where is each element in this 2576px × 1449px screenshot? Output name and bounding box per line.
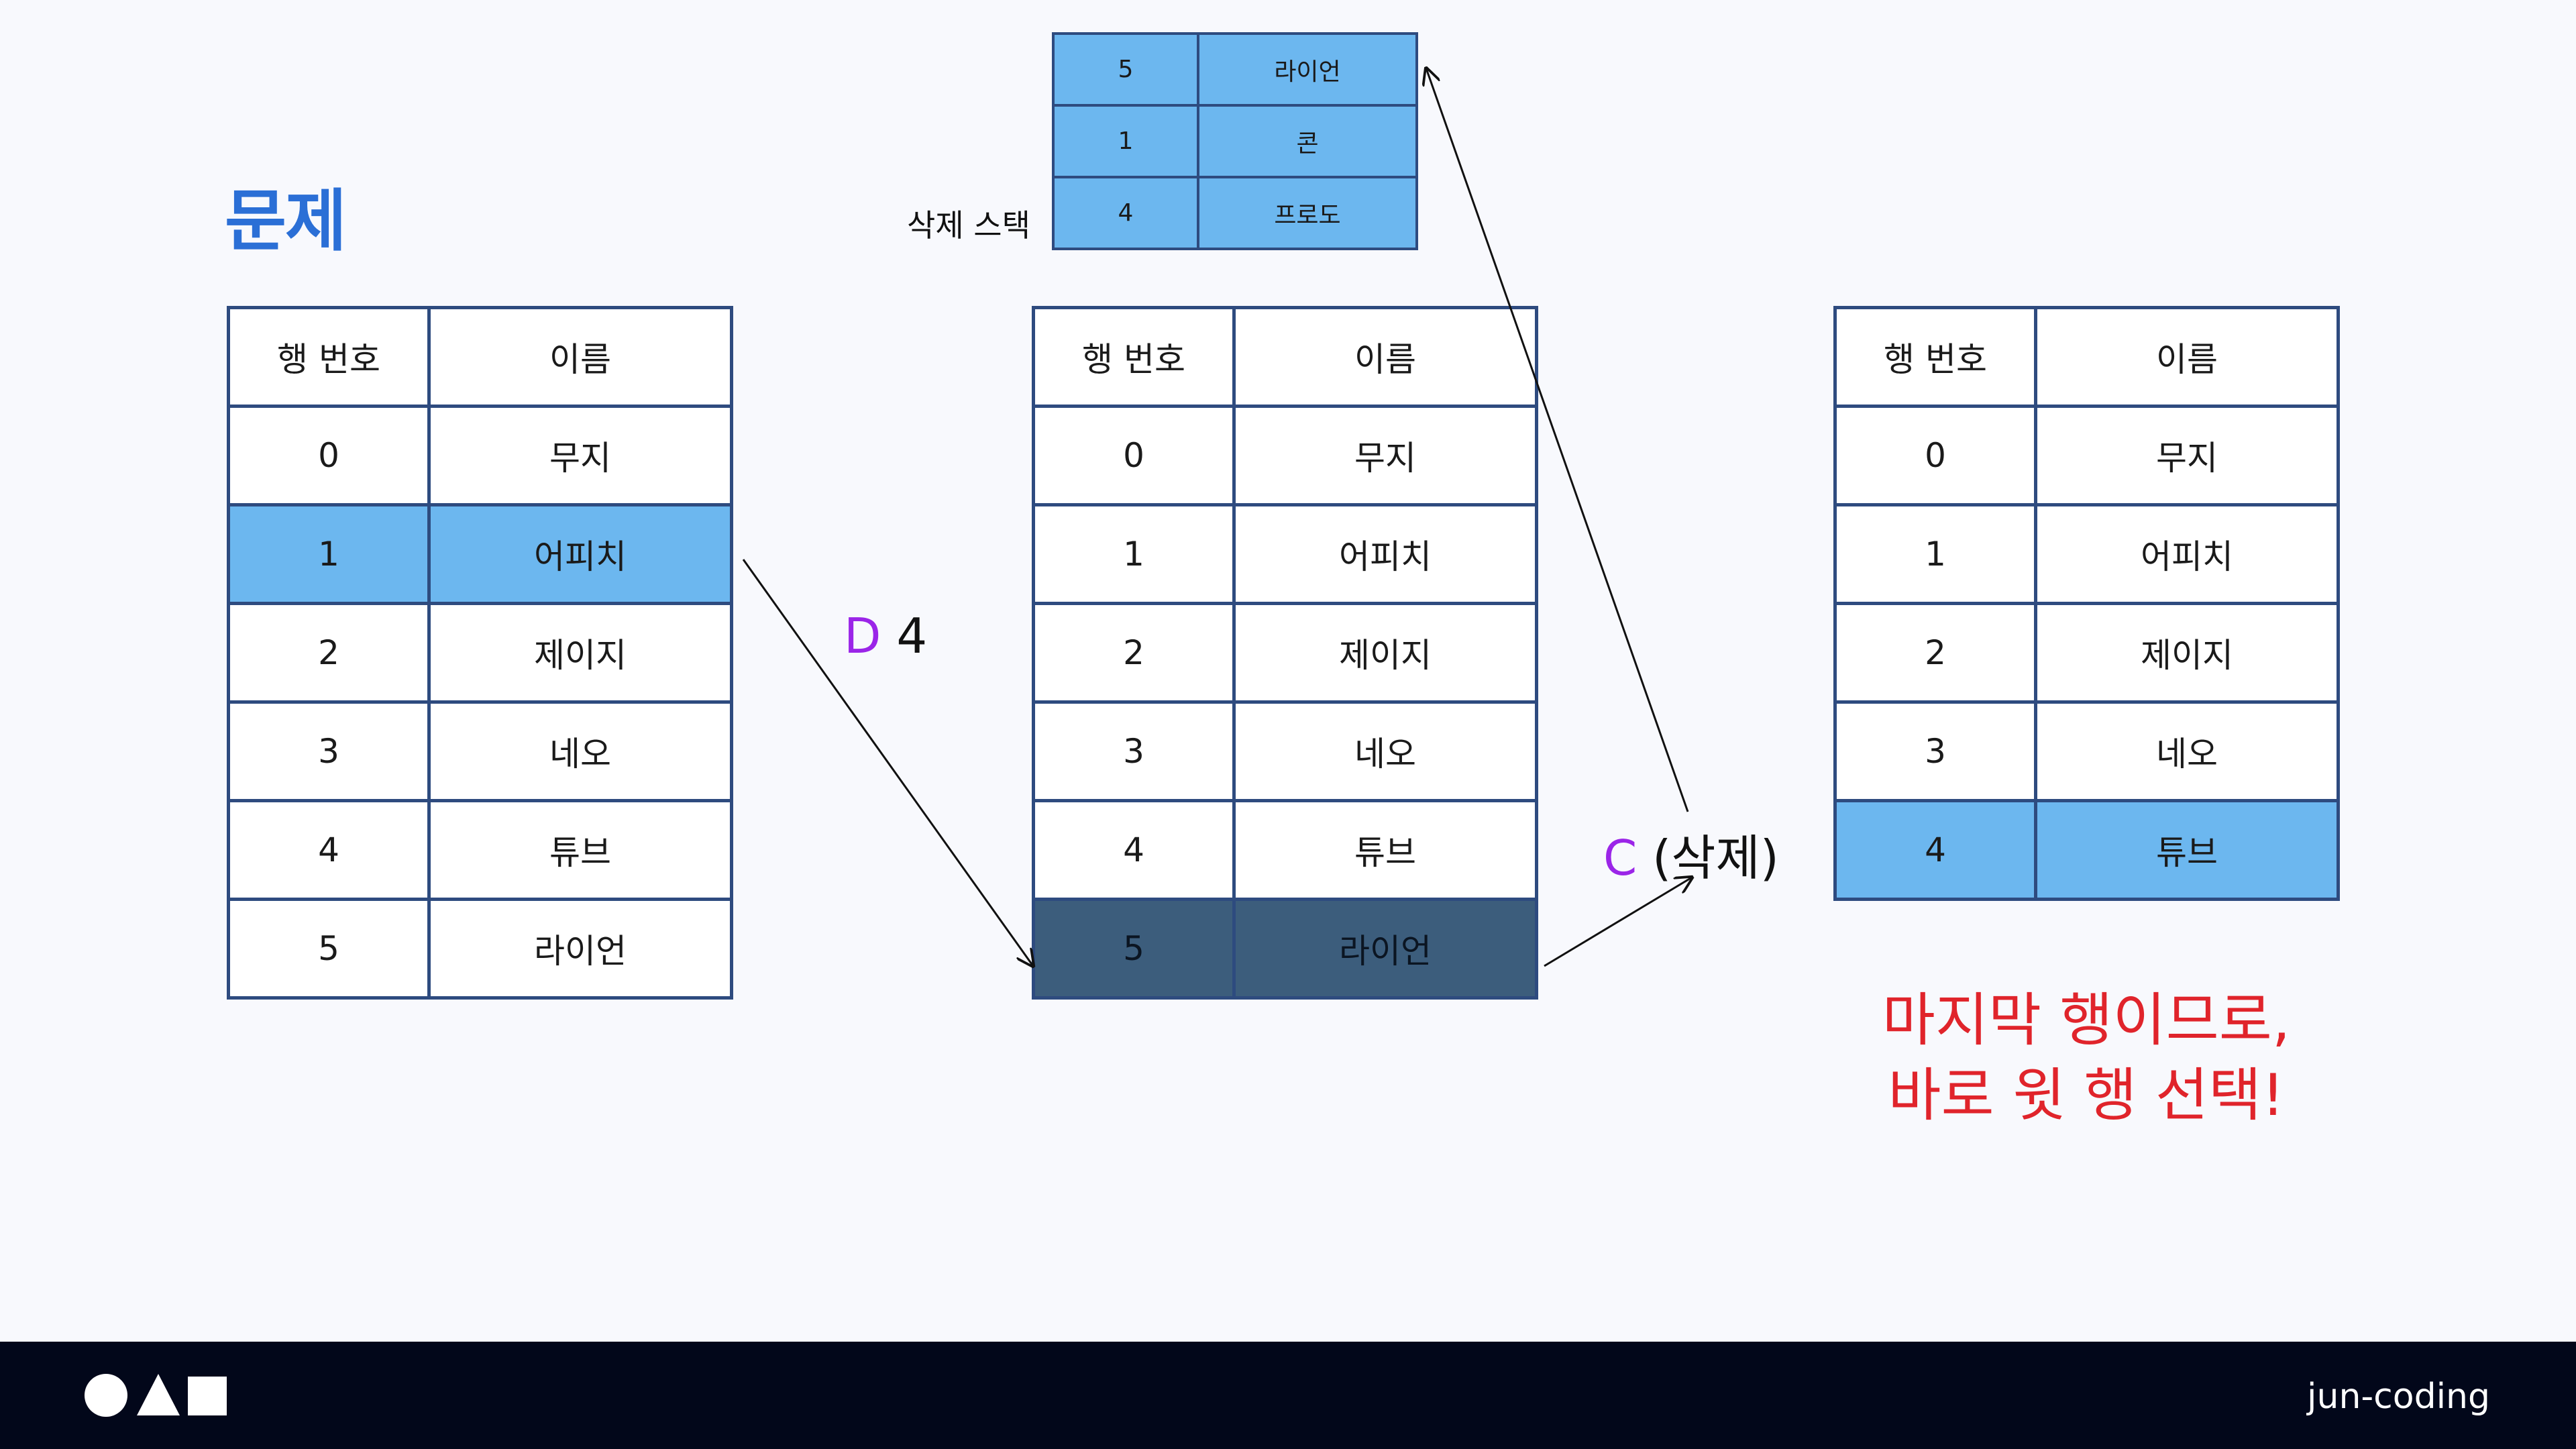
table-row: 4 튜브 — [227, 799, 733, 901]
table-row: 3 네오 — [227, 700, 733, 802]
stack-row-number: 4 — [1052, 176, 1199, 250]
name-cell: 무지 — [427, 405, 733, 506]
delete-stack-label: 삭제 스택 — [907, 207, 1030, 244]
table-row: 0 무지 — [1032, 405, 1538, 506]
table-after-delete: 행 번호 이름 0 무지 1 어피치 2 제이지 3 네오 4 튜브 — [1833, 306, 2340, 901]
column-header-name: 이름 — [2034, 306, 2340, 408]
stack-row-name: 콘 — [1197, 104, 1418, 178]
table-header-row: 행 번호 이름 — [227, 306, 733, 408]
brand-name: jun-coding — [2307, 1377, 2490, 1417]
name-cell: 라이언 — [427, 898, 733, 1000]
row-number-cell: 0 — [1833, 405, 2037, 506]
table-after-down: 행 번호 이름 0 무지 1 어피치 2 제이지 3 네오 4 튜브 5 라이언 — [1032, 306, 1538, 1000]
row-number-cell: 3 — [227, 700, 431, 802]
name-cell: 어피치 — [427, 503, 733, 605]
table-row: 3 네오 — [1032, 700, 1538, 802]
circle-triangle-square-icon — [85, 1374, 227, 1417]
stack-row-number: 5 — [1052, 32, 1199, 107]
table-row: 2 제이지 — [227, 602, 733, 704]
table-row: 5 라이언 — [227, 898, 733, 1000]
table-row: 0 무지 — [1833, 405, 2340, 506]
name-cell: 제이지 — [2034, 602, 2340, 704]
row-number-cell: 3 — [1833, 700, 2037, 802]
table-row: 4 프로도 — [1052, 176, 1418, 250]
command-letter: D — [844, 608, 881, 664]
column-header-name: 이름 — [427, 306, 733, 408]
table-header-row: 행 번호 이름 — [1032, 306, 1538, 408]
row-number-cell: 5 — [227, 898, 431, 1000]
row-number-cell: 1 — [227, 503, 431, 605]
note-line: 바로 윗 행 선택! — [1888, 1062, 2285, 1129]
column-header-name: 이름 — [1232, 306, 1538, 408]
connector-arrows — [742, 0, 2576, 1342]
row-number-cell: 2 — [1032, 602, 1236, 704]
stack-row-name: 라이언 — [1197, 32, 1418, 107]
name-cell: 제이지 — [427, 602, 733, 704]
delete-stack-table: 5 라이언 1 콘 4 프로도 — [1052, 32, 1418, 250]
table-row: 0 무지 — [227, 405, 733, 506]
row-number-cell: 1 — [1032, 503, 1236, 605]
stack-row-number: 1 — [1052, 104, 1199, 178]
table-header-row: 행 번호 이름 — [1833, 306, 2340, 408]
page-title: 문제 — [225, 182, 347, 260]
table-row: 2 제이지 — [1833, 602, 2340, 704]
command-down-label: D 4 — [844, 608, 927, 664]
arrow-push-to-stack — [1426, 68, 1689, 812]
note-line: 마지막 행이므로, — [1882, 987, 2291, 1054]
stack-row-name: 프로도 — [1197, 176, 1418, 250]
name-cell: 네오 — [2034, 700, 2340, 802]
arrow-to-delete-label — [1544, 877, 1692, 967]
table-row: 1 어피치 — [1833, 503, 2340, 605]
column-header-row-number: 행 번호 — [1032, 306, 1236, 408]
row-number-cell: 4 — [1833, 799, 2037, 901]
table-before: 행 번호 이름 0 무지 1 어피치 2 제이지 3 네오 4 튜브 5 라이언 — [227, 306, 733, 1000]
row-number-cell: 1 — [1833, 503, 2037, 605]
table-row-selected: 5 라이언 — [1032, 898, 1538, 1000]
column-header-row-number: 행 번호 — [1833, 306, 2037, 408]
name-cell: 어피치 — [2034, 503, 2340, 605]
table-row-highlighted: 4 튜브 — [1833, 799, 2340, 901]
table-row-highlighted: 1 어피치 — [227, 503, 733, 605]
footer-bar: jun-coding — [0, 1342, 2576, 1449]
table-row: 3 네오 — [1833, 700, 2340, 802]
note-text: 마지막 행이므로, 바로 윗 행 선택! — [1744, 983, 2428, 1133]
table-row: 1 어피치 — [1032, 503, 1538, 605]
table-row: 1 콘 — [1052, 104, 1418, 178]
row-number-cell: 2 — [1833, 602, 2037, 704]
name-cell: 무지 — [2034, 405, 2340, 506]
column-header-row-number: 행 번호 — [227, 306, 431, 408]
name-cell: 라이언 — [1232, 898, 1538, 1000]
name-cell: 무지 — [1232, 405, 1538, 506]
command-letter: C — [1603, 830, 1638, 886]
table-row: 5 라이언 — [1052, 32, 1418, 107]
row-number-cell: 0 — [227, 405, 431, 506]
row-number-cell: 5 — [1032, 898, 1236, 1000]
name-cell: 튜브 — [1232, 799, 1538, 901]
name-cell: 제이지 — [1232, 602, 1538, 704]
row-number-cell: 4 — [1032, 799, 1236, 901]
command-argument: 4 — [896, 608, 928, 664]
name-cell: 네오 — [1232, 700, 1538, 802]
name-cell: 튜브 — [2034, 799, 2340, 901]
name-cell: 네오 — [427, 700, 733, 802]
arrow-down-move — [742, 559, 1033, 966]
row-number-cell: 0 — [1032, 405, 1236, 506]
row-number-cell: 2 — [227, 602, 431, 704]
name-cell: 어피치 — [1232, 503, 1538, 605]
table-row: 4 튜브 — [1032, 799, 1538, 901]
row-number-cell: 3 — [1032, 700, 1236, 802]
table-row: 2 제이지 — [1032, 602, 1538, 704]
name-cell: 튜브 — [427, 799, 733, 901]
row-number-cell: 4 — [227, 799, 431, 901]
